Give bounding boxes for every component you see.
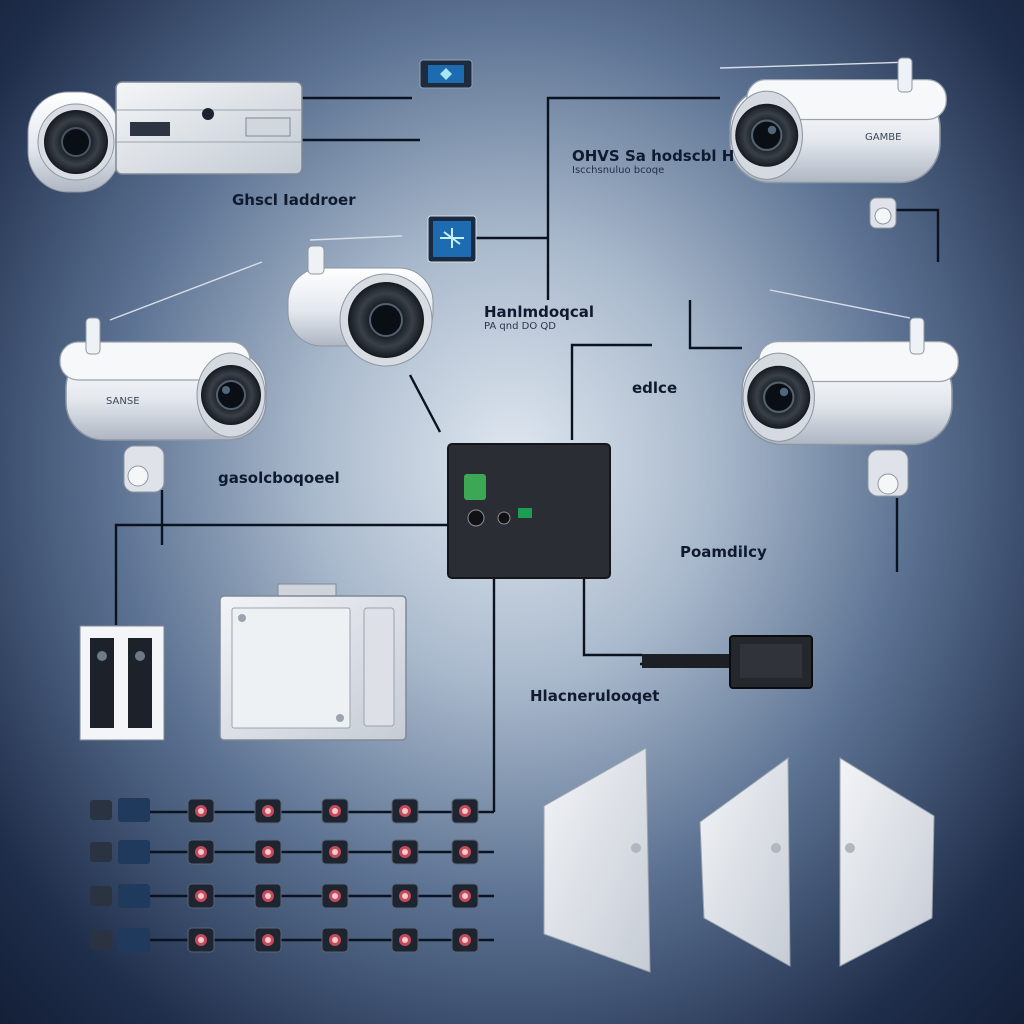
label-top-center: OHVS Sa hodscbl H Iscchsnuluo bcoqe (572, 147, 735, 177)
wifi-module-top (419, 59, 473, 89)
label-top-center-sub: Iscchsnuluo bcoqe (572, 165, 665, 177)
label-right-lower: Poamdilcy (680, 543, 767, 561)
sensor-row (90, 798, 479, 824)
label-right-lower-title: Poamdilcy (680, 543, 767, 561)
sensor-row (90, 883, 479, 909)
label-storage: Hlacnerulooqet (530, 687, 660, 705)
label-router: Ghscl Iaddroer (232, 191, 356, 209)
sensor-row (90, 839, 479, 865)
junction-box (219, 583, 407, 741)
label-hub: Hanlmdoqcal PA qnd DO QD (484, 303, 595, 333)
label-hub-sub: PA qnd DO QD (484, 321, 556, 333)
label-right-mid: edlce (632, 379, 678, 397)
sensor-row (90, 927, 479, 953)
camera-left-mid: SANSE (59, 317, 267, 493)
camera-brand-label: SANSE (106, 396, 140, 407)
transceiver-module (427, 215, 477, 263)
control-panel (447, 443, 611, 579)
network-switch (115, 81, 303, 175)
label-storage-title: Hlacnerulooqet (530, 687, 660, 705)
label-top-center-title: OHVS Sa hodscbl H (572, 147, 735, 165)
camera-center-top (287, 245, 434, 367)
label-router-title: Ghscl Iaddroer (232, 191, 356, 209)
label-left-camera-title: gasolcboqoeel (218, 469, 340, 487)
relay-module (79, 625, 165, 741)
label-right-mid-title: edlce (632, 379, 678, 397)
door-panel (543, 747, 935, 973)
label-hub-title: Hanlmdoqcal (484, 303, 595, 321)
sensor-grid (90, 798, 479, 953)
camera-right-mid (740, 317, 960, 497)
label-left-camera: gasolcboqoeel (218, 469, 340, 487)
power-adapter (642, 635, 813, 689)
camera-top-right: GAMBE (728, 57, 948, 229)
camera-top-left (27, 91, 121, 193)
camera-brand-label: GAMBE (865, 132, 901, 143)
